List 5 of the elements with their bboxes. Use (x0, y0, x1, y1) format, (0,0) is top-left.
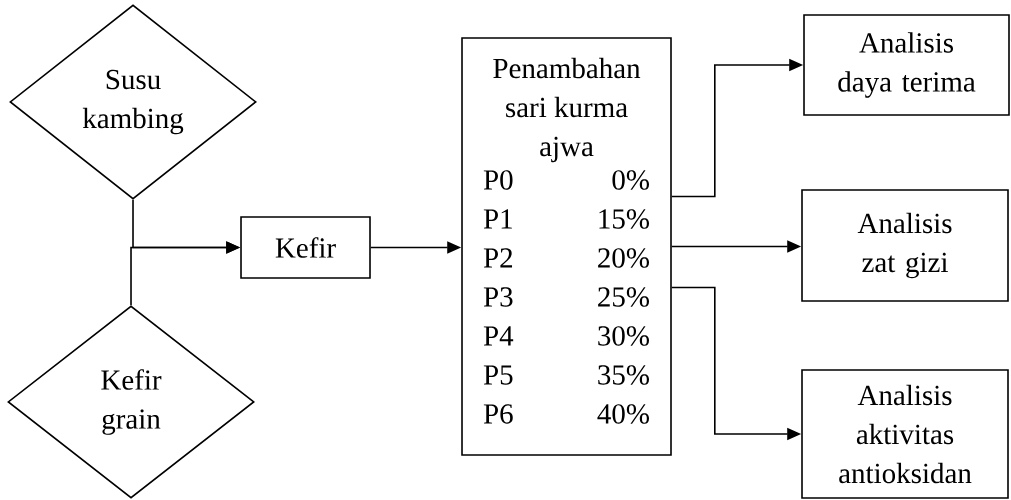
analysis-box: Analisis zat gizi (801, 189, 1009, 302)
process-box: Kefir (240, 216, 371, 279)
analysis-box: Analisis daya terima (803, 14, 1010, 116)
analysis-box: Analisis aktivitas antioksidan (801, 369, 1009, 499)
process-box: Penambahan sari kurma ajwa P0 0% P1 15% P2 20% P3 25% P4 30% P5 35% P6 40% (461, 37, 672, 456)
